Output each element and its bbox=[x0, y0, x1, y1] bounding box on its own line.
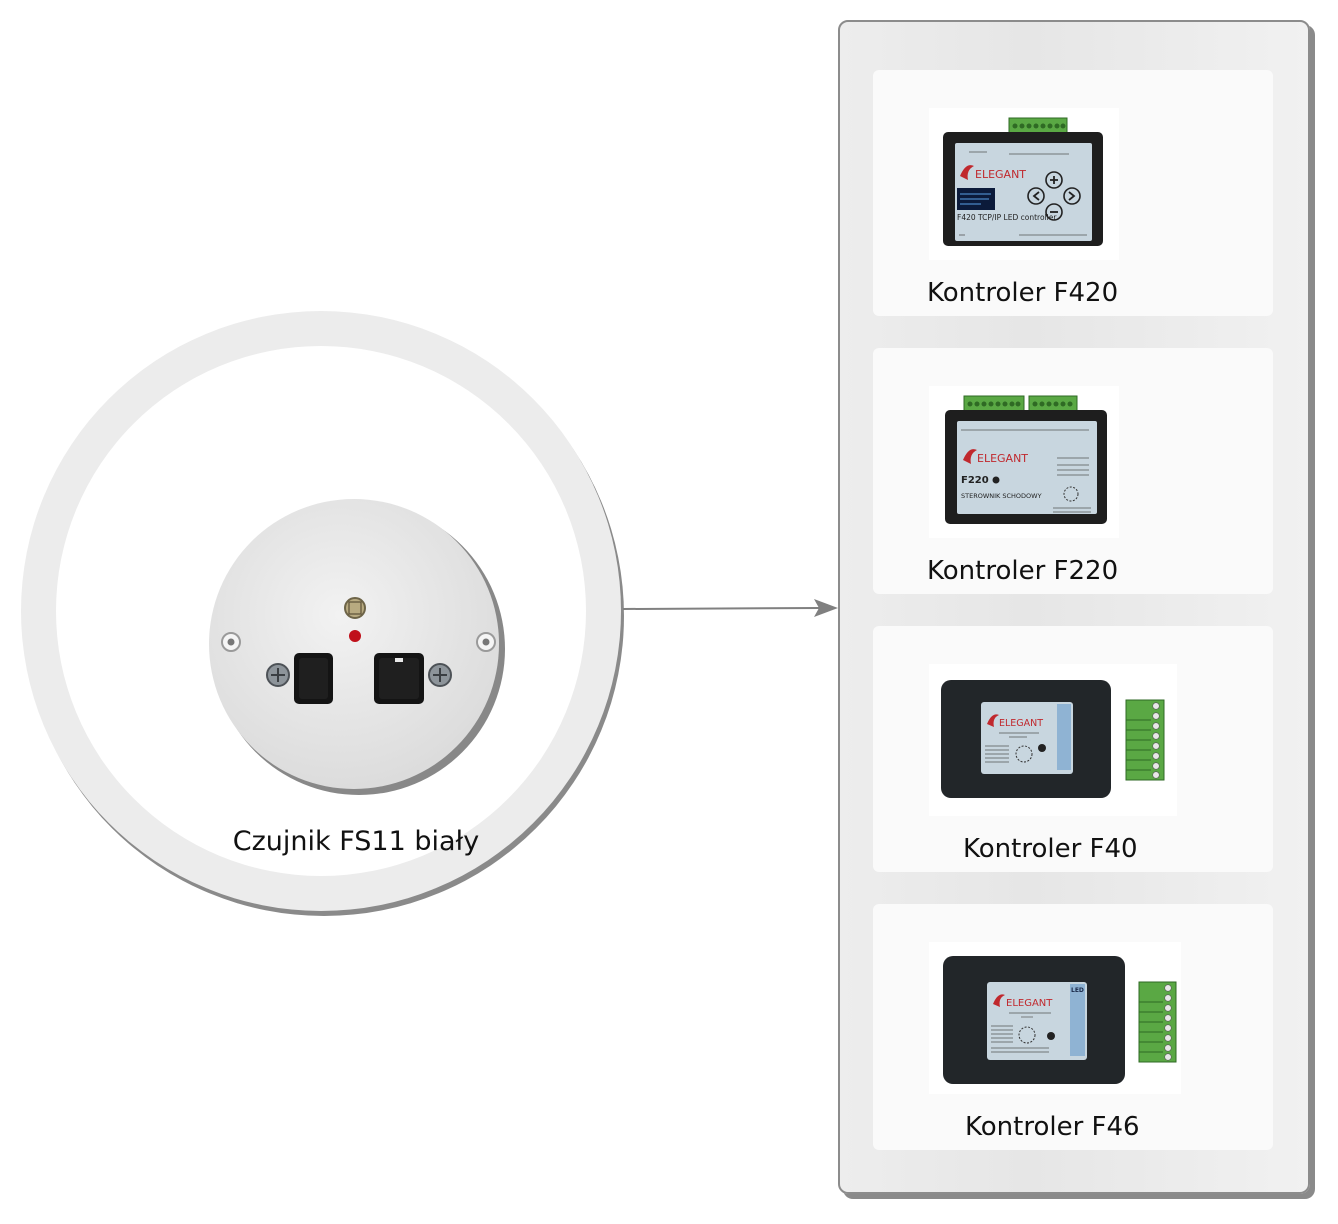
right-button-icon bbox=[1063, 187, 1081, 205]
brand-text: ELEGANT bbox=[999, 718, 1043, 729]
controller-f40-image: ELEGANT bbox=[929, 664, 1177, 816]
dip-switch-icon bbox=[1018, 1026, 1036, 1044]
button-icon bbox=[1038, 744, 1046, 752]
led-tag-text: LED bbox=[1071, 987, 1084, 994]
elegant-logo-icon bbox=[987, 714, 999, 727]
terminal-block-icon bbox=[963, 395, 1025, 413]
sensor-label: Czujnik FS11 biały bbox=[232, 826, 480, 857]
elegant-logo-icon bbox=[993, 994, 1005, 1007]
connector-arrow bbox=[622, 599, 838, 617]
controller-label-panel bbox=[981, 702, 1073, 774]
controller-card-f420: ELEGANT F420 TCP/IP LED controller bbox=[873, 70, 1273, 316]
brand-text: ELEGANT bbox=[1006, 998, 1053, 1009]
controller-label: Kontroler F220 bbox=[927, 556, 1119, 586]
button-icon bbox=[992, 476, 1000, 484]
brand-text: ELEGANT bbox=[975, 168, 1026, 181]
controller-f420-image: ELEGANT F420 TCP/IP LED controller bbox=[929, 108, 1119, 260]
status-led-icon bbox=[349, 630, 361, 642]
controller-label: Kontroler F46 bbox=[965, 1112, 1140, 1142]
brand-text: ELEGANT bbox=[977, 452, 1028, 465]
subtitle-text: STEROWNIK SCHODOWY bbox=[961, 492, 1042, 500]
connector-line bbox=[622, 607, 821, 610]
controller-label-panel bbox=[987, 982, 1087, 1060]
dip-switch-icon bbox=[1063, 486, 1079, 502]
sensor-plate bbox=[209, 499, 499, 789]
arrow-right-icon bbox=[814, 599, 838, 617]
controller-label: Kontroler F420 bbox=[927, 278, 1119, 308]
controller-label: Kontroler F40 bbox=[963, 834, 1138, 864]
sensor-inner-circle: Czujnik FS11 biały bbox=[56, 346, 586, 876]
controller-label-panel bbox=[955, 143, 1092, 241]
controller-card-f220: ELEGANT F220 STEROWNIK SCHODOWY Kontrole… bbox=[873, 348, 1273, 594]
controllers-panel: ELEGANT F420 TCP/IP LED controller bbox=[838, 20, 1310, 1194]
sensor-device-image bbox=[209, 499, 505, 795]
button-icon bbox=[1047, 1032, 1055, 1040]
elegant-logo-icon bbox=[960, 165, 974, 180]
light-sensor-icon bbox=[344, 597, 366, 619]
controller-f46-image: LED ELEGANT bbox=[929, 942, 1181, 1094]
controller-label-panel bbox=[957, 421, 1097, 514]
minus-button-icon bbox=[1045, 203, 1063, 221]
left-button-icon bbox=[1027, 187, 1045, 205]
controller-card-f46: LED ELEGANT Kontroler F46 bbox=[873, 904, 1273, 1150]
controller-f220-image: ELEGANT F220 STEROWNIK SCHODOWY bbox=[929, 386, 1119, 538]
dip-switch-icon bbox=[1015, 745, 1033, 763]
plus-button-icon bbox=[1045, 171, 1063, 189]
model-text: F420 TCP/IP LED controller bbox=[957, 213, 1057, 222]
sensor-node: Czujnik FS11 biały bbox=[21, 311, 621, 911]
elegant-logo-icon bbox=[963, 449, 977, 464]
model-text: F220 bbox=[961, 475, 989, 486]
controller-card-f40: ELEGANT Kontroler F40 bbox=[873, 626, 1273, 872]
